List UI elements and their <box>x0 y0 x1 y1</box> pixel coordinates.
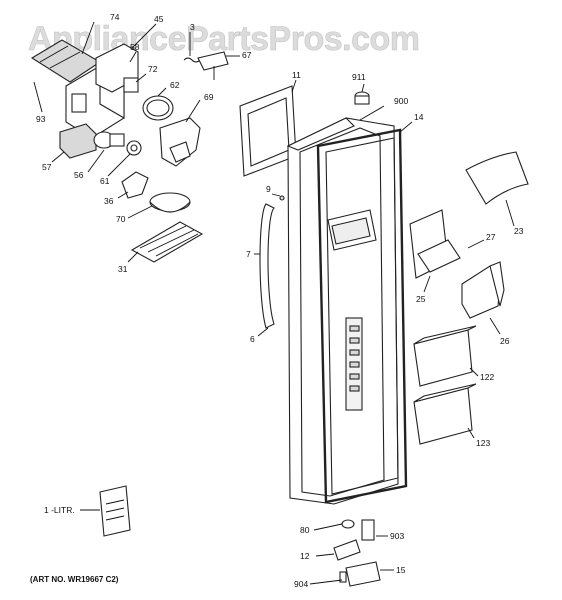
screw-part <box>279 195 285 201</box>
callout-11: 11 <box>292 70 301 80</box>
funnel-chute <box>159 117 201 167</box>
callout-123: 123 <box>476 438 490 448</box>
small-bin-upper <box>409 209 461 279</box>
dispenser-cover-panel <box>239 85 297 177</box>
clip-part <box>333 539 361 561</box>
callout-62: 62 <box>170 80 180 90</box>
literature-booklet <box>99 485 131 537</box>
callout-56: 56 <box>74 170 84 180</box>
callout-7: 7 <box>246 249 251 259</box>
bracket-bottom <box>339 561 381 587</box>
callout-36: 36 <box>104 196 114 206</box>
bowl-cup <box>149 192 191 213</box>
door-panel <box>286 117 399 505</box>
callout-15: 15 <box>396 565 406 575</box>
ring-gasket <box>142 95 174 121</box>
callout-12: 12 <box>300 551 310 561</box>
door-bin-upper <box>413 325 477 387</box>
door-shelf-slots <box>349 325 360 392</box>
drip-grille <box>130 221 204 263</box>
gear-part <box>126 140 142 156</box>
art-number: (ART NO. WR19667 C2) <box>30 575 119 584</box>
callout-31: 31 <box>118 264 128 274</box>
callout-903: 903 <box>390 531 404 541</box>
callout-911: 911 <box>352 72 366 82</box>
watermark: AppliancePartsPros.com <box>28 20 419 58</box>
door-bin-lower <box>413 383 477 445</box>
door-gasket <box>316 128 408 504</box>
callout-27: 27 <box>486 232 496 242</box>
callout-74: 74 <box>110 12 120 22</box>
callout-80: 80 <box>300 525 310 535</box>
switch-part <box>123 77 139 93</box>
callout-57: 57 <box>42 162 52 172</box>
top-cover <box>465 151 529 205</box>
callout-45: 45 <box>154 14 164 24</box>
bracket-part <box>197 51 229 80</box>
handle-tube <box>259 203 275 329</box>
callout-70: 70 <box>116 214 126 224</box>
callout-93: 93 <box>36 114 46 124</box>
callout-6: 6 <box>250 334 255 344</box>
callout-14: 14 <box>414 112 424 122</box>
callout-26: 26 <box>500 336 510 346</box>
cap-part <box>354 91 370 105</box>
callout-904: 904 <box>294 579 308 589</box>
motor-part <box>93 131 125 149</box>
callout-122: 122 <box>480 372 494 382</box>
leader-lines <box>33 21 515 585</box>
callout-67: 67 <box>242 50 252 60</box>
callout-23: 23 <box>514 226 524 236</box>
actuator-part <box>121 171 149 199</box>
callout-9: 9 <box>266 184 271 194</box>
callout-labels: 74 45 3 58 67 72 62 69 93 57 56 61 36 70… <box>36 12 524 589</box>
callout-3: 3 <box>190 22 195 32</box>
callout-58: 58 <box>130 42 140 52</box>
callout-25: 25 <box>416 294 426 304</box>
small-bin-lower <box>461 261 505 319</box>
fitting-part <box>341 519 355 529</box>
callout-61: 61 <box>100 176 110 186</box>
callout-1-litr: 1 -LITR. <box>44 505 75 515</box>
callout-69: 69 <box>204 92 214 102</box>
callout-72: 72 <box>148 64 158 74</box>
solenoid-block <box>59 123 97 159</box>
callout-900: 900 <box>394 96 408 106</box>
tube-part <box>361 519 375 541</box>
